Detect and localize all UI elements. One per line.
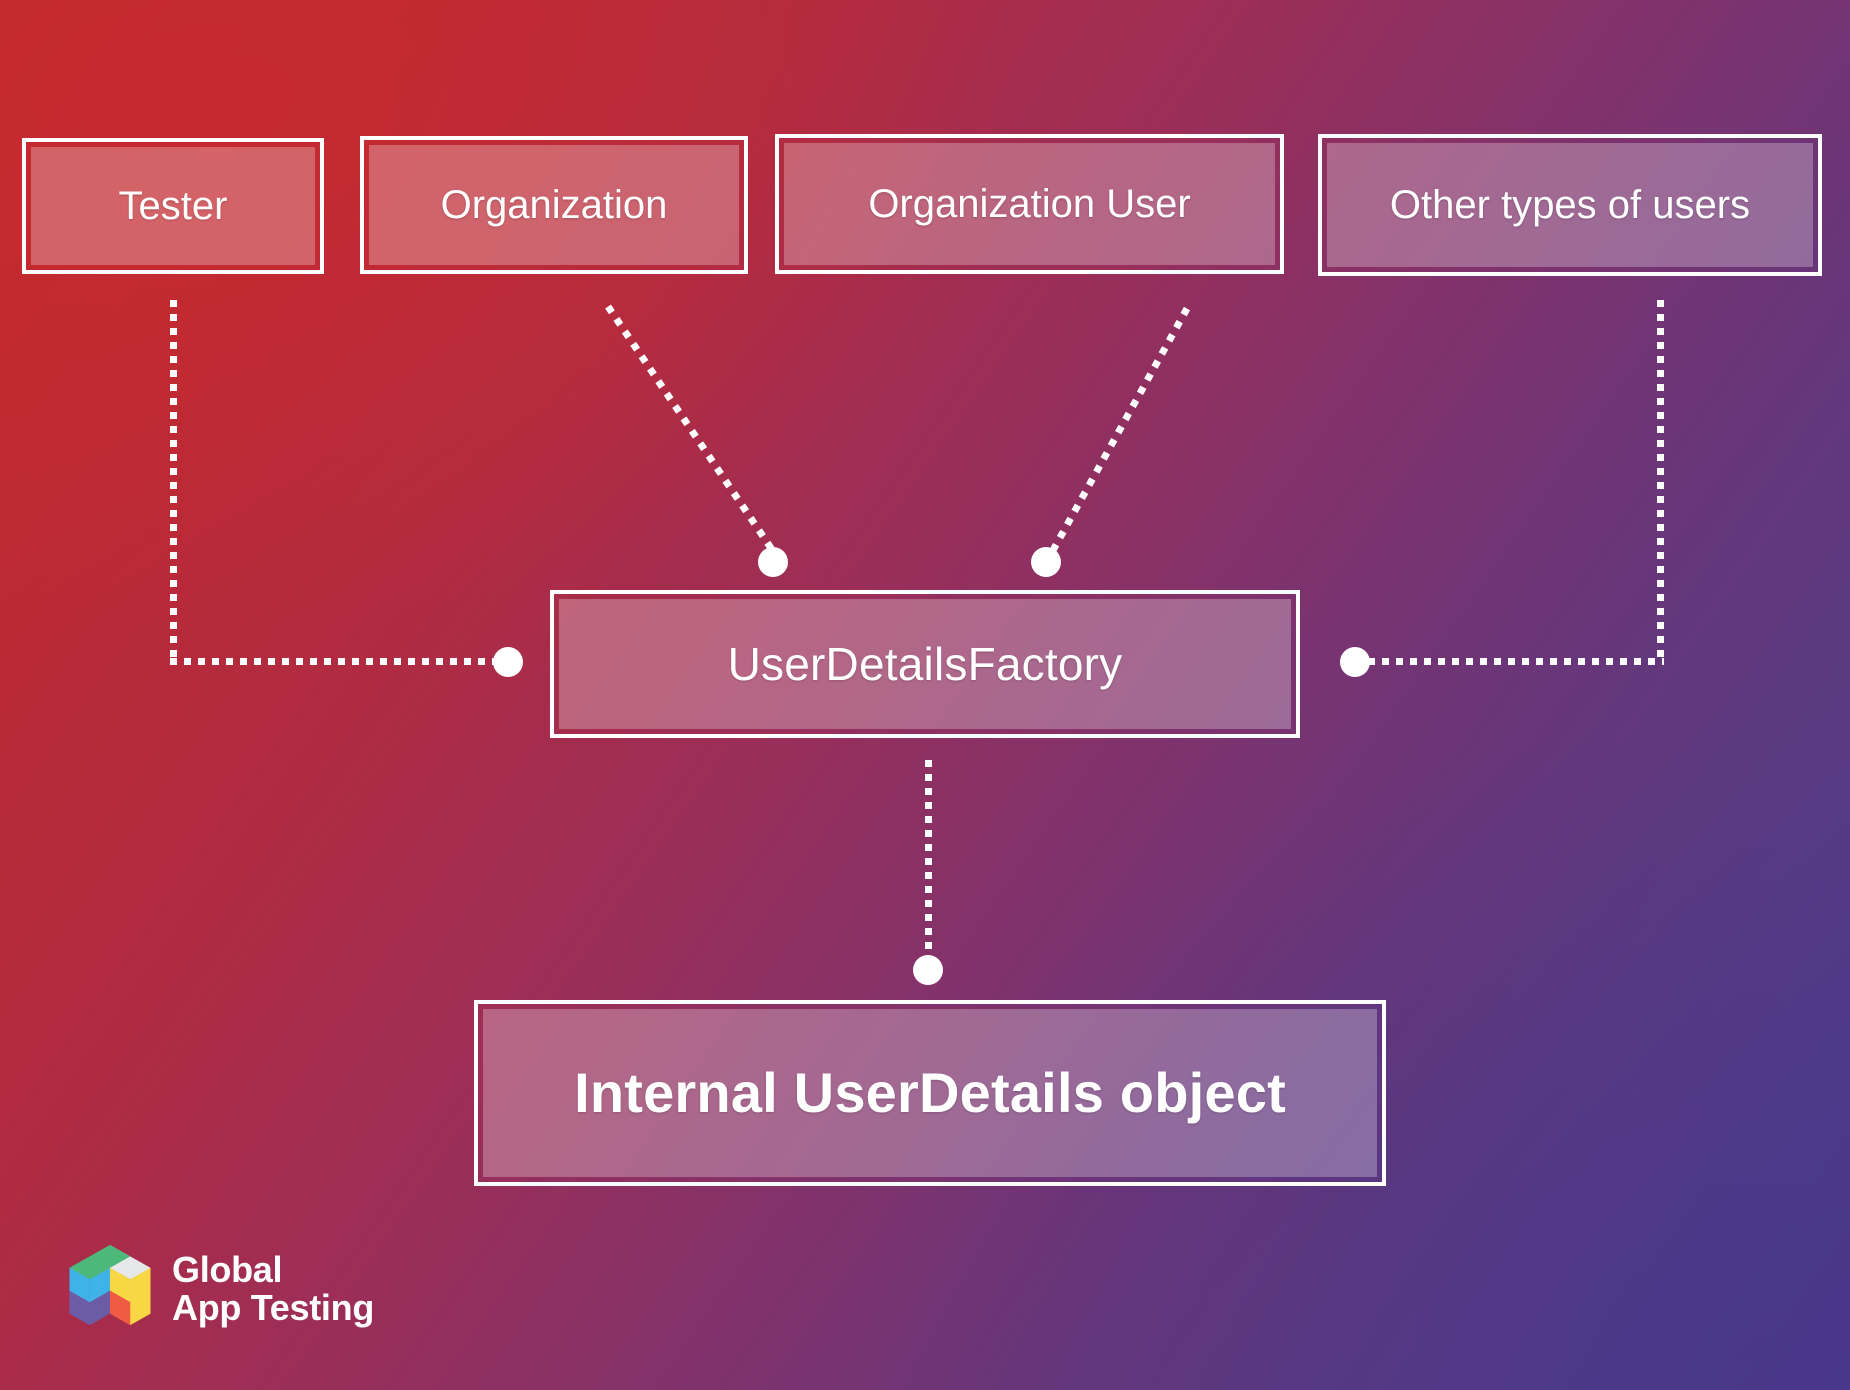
edge-organization-user-diagonal <box>1040 306 1191 570</box>
edge-tester-endpoint-dot <box>493 647 523 677</box>
edge-other-vertical <box>1657 300 1664 662</box>
node-organization-user[interactable]: Organization User <box>775 134 1284 274</box>
node-tester[interactable]: Tester <box>22 138 324 274</box>
edge-organization-user-endpoint-dot <box>1031 547 1061 577</box>
edge-factory-object-endpoint-dot <box>913 955 943 985</box>
node-organization-user-label: Organization User <box>868 182 1191 226</box>
node-user-details-factory-label: UserDetailsFactory <box>727 637 1123 690</box>
edge-factory-object-vertical <box>925 760 932 968</box>
node-other-types-of-users-label: Other types of users <box>1389 183 1751 227</box>
logo-line-2: App Testing <box>172 1287 375 1328</box>
node-user-details-factory[interactable]: UserDetailsFactory <box>550 590 1300 738</box>
node-other-types-of-users[interactable]: Other types of users <box>1318 134 1822 276</box>
hexagon-cube-logo-icon <box>66 1243 154 1335</box>
edge-organization-endpoint-dot <box>758 547 788 577</box>
node-internal-user-details-object-label: Internal UserDetails object <box>574 1060 1286 1124</box>
logo-wordmark: Global App Testing <box>172 1248 375 1328</box>
node-internal-user-details-object[interactable]: Internal UserDetails object <box>474 1000 1386 1186</box>
node-tester-label: Tester <box>118 184 228 228</box>
brand-logo: Global App Testing <box>66 1243 374 1335</box>
edge-other-endpoint-dot <box>1340 647 1370 677</box>
node-organization[interactable]: Organization <box>360 136 748 274</box>
node-organization-label: Organization <box>440 183 668 227</box>
edge-other-horizontal <box>1368 658 1664 665</box>
edge-tester-horizontal <box>170 658 508 665</box>
logo-line-1: Global <box>172 1248 283 1290</box>
edge-tester-vertical <box>170 300 177 662</box>
edge-organization-diagonal <box>605 304 788 571</box>
